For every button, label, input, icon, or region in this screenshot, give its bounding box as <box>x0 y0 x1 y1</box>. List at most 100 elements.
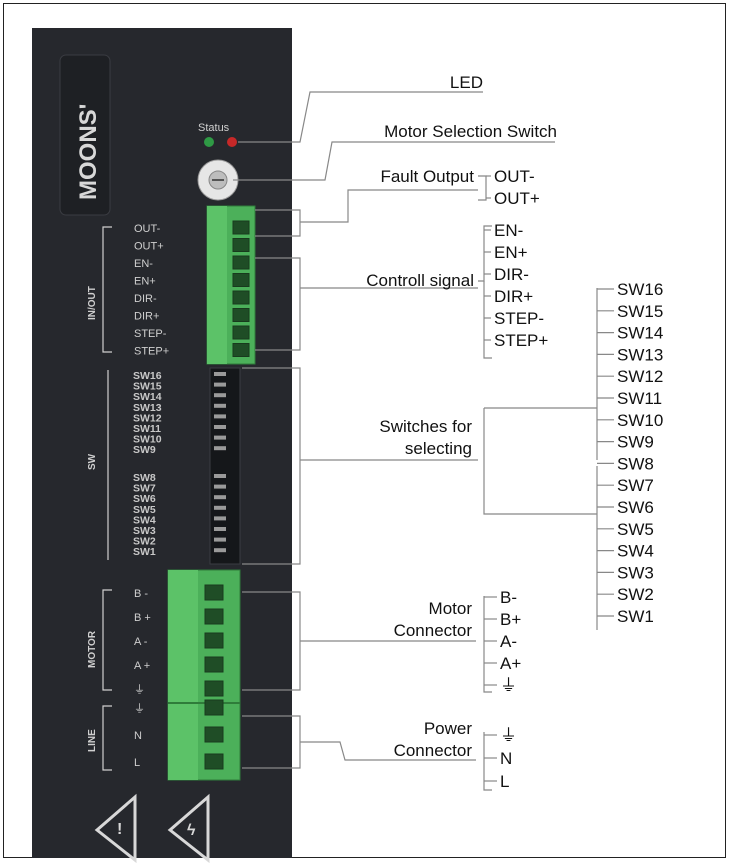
motor-connector-item: ⏚ <box>500 676 517 695</box>
terminal-socket <box>232 220 250 235</box>
dip-lever[interactable] <box>214 435 226 440</box>
callout-motor-selection: Motor Selection Switch <box>384 122 557 141</box>
switch-item: SW7 <box>617 476 654 495</box>
device-pin-label: OUT+ <box>134 241 164 253</box>
terminal-socket <box>232 255 250 270</box>
terminal-socket <box>232 343 250 357</box>
inout-sockets <box>232 220 250 357</box>
dip-lever[interactable] <box>214 382 226 387</box>
terminal-socket <box>204 680 224 697</box>
device-sw-label: SW15 <box>133 381 162 393</box>
switch-item: SW15 <box>617 302 663 321</box>
callout-motor-connector-line2: Connector <box>394 621 473 640</box>
terminal-socket <box>232 273 250 287</box>
callout-switches-line1: Switches for <box>379 417 472 436</box>
warning-triangle-icon: ! <box>94 793 137 863</box>
device-sw-label: SW5 <box>133 504 156 516</box>
status-led-red <box>227 137 237 147</box>
device-sw-label: SW12 <box>133 412 162 424</box>
fault-output-item: OUT- <box>494 167 535 186</box>
callout-power-connector-line1: Power <box>424 719 473 738</box>
device-sw-label: SW7 <box>133 483 156 495</box>
dip-lever[interactable] <box>214 372 226 376</box>
device-sw-label: SW10 <box>133 434 162 446</box>
figure-frame <box>3 3 726 858</box>
group-label-sw: SW <box>87 453 98 470</box>
terminal-socket <box>204 632 224 649</box>
device-line-pin-label: L <box>134 757 140 769</box>
terminal-socket <box>232 238 250 252</box>
device-sw-label: SW9 <box>133 444 156 456</box>
device-sw-label: SW11 <box>133 423 161 435</box>
brand-logo: MOONS' <box>59 54 111 216</box>
device-sw-label: SW16 <box>133 370 162 382</box>
terminal-socket <box>232 290 250 305</box>
motor-connector-item: B+ <box>500 610 521 629</box>
device-motor-pin-label: B + <box>134 612 151 624</box>
dip-lever[interactable] <box>214 537 226 542</box>
device-sw-label: SW4 <box>133 514 156 526</box>
dip-lever[interactable] <box>214 548 226 553</box>
dip-lever[interactable] <box>214 446 226 451</box>
dip-lever[interactable] <box>214 414 226 419</box>
device-motor-pin-label: A - <box>134 636 148 648</box>
motor-connector-item: A- <box>500 632 517 651</box>
motor-connector-item: B- <box>500 588 517 607</box>
motor-sockets <box>204 584 224 770</box>
switch-item: SW16 <box>617 280 663 299</box>
terminal-socket <box>204 753 224 770</box>
switch-item: SW14 <box>617 324 663 343</box>
callout-led: LED <box>450 73 483 92</box>
dip-lever[interactable] <box>214 527 226 531</box>
dip-lever[interactable] <box>214 495 226 500</box>
device-sw-label: SW2 <box>133 536 156 548</box>
group-label-motor: MOTOR <box>87 630 98 668</box>
dip-lever[interactable] <box>214 403 226 408</box>
device-pin-label: EN+ <box>134 276 156 288</box>
terminal-socket <box>204 584 224 601</box>
device-sw-label: SW14 <box>133 391 162 403</box>
device-pin-label: STEP+ <box>134 346 169 358</box>
terminal-socket <box>204 726 224 743</box>
device-pin-label: OUT- <box>134 223 161 235</box>
device-sw-label: SW1 <box>133 546 156 558</box>
dip-lever[interactable] <box>214 393 226 398</box>
device-sw-label: SW3 <box>133 525 156 537</box>
callout-control-signal: Controll signal <box>366 271 474 290</box>
callout-power-connector-line2: Connector <box>394 741 473 760</box>
control-signal-item: EN+ <box>494 243 528 262</box>
dip-lever[interactable] <box>214 425 226 429</box>
device-sw-label: SW13 <box>133 402 162 414</box>
status-label: Status <box>198 122 230 134</box>
motor-selection-rotary-switch[interactable] <box>197 159 239 201</box>
callout-motor-connector-line1: Motor <box>429 599 473 618</box>
device-pin-label: DIR- <box>134 293 157 305</box>
device-motor-pin-label: B - <box>134 588 148 600</box>
brand-text: MOONS' <box>75 104 102 200</box>
device-motor-pin-label: ⏚ <box>134 683 145 696</box>
control-signal-item: DIR+ <box>494 287 533 306</box>
control-signal-item: STEP+ <box>494 331 548 350</box>
switch-item: SW12 <box>617 367 663 386</box>
motor-line-terminal-block <box>167 569 241 781</box>
power-connector-item: N <box>500 749 512 768</box>
dip-lever[interactable] <box>214 505 226 510</box>
callout-fault-output: Fault Output <box>380 167 474 186</box>
terminal-socket <box>204 608 224 625</box>
device-pin-label: DIR+ <box>134 311 159 323</box>
dip-lever[interactable] <box>214 484 226 489</box>
dip-lever[interactable] <box>214 474 226 478</box>
terminal-socket <box>204 699 224 716</box>
switch-item: SW11 <box>617 389 662 408</box>
device-line-pin-label: ⏚ <box>134 702 145 715</box>
switch-item: SW9 <box>617 433 654 452</box>
switch-item: SW1 <box>617 607 654 626</box>
device-motor-pin-label: A + <box>134 660 150 672</box>
device-line-pin-label: N <box>134 730 142 742</box>
terminal-socket <box>204 656 224 673</box>
fault-output-item: OUT+ <box>494 189 540 208</box>
dip-switch-bank[interactable] <box>209 367 241 565</box>
switch-item: SW5 <box>617 520 654 539</box>
dip-lever[interactable] <box>214 516 226 521</box>
switch-item: SW2 <box>617 585 654 604</box>
